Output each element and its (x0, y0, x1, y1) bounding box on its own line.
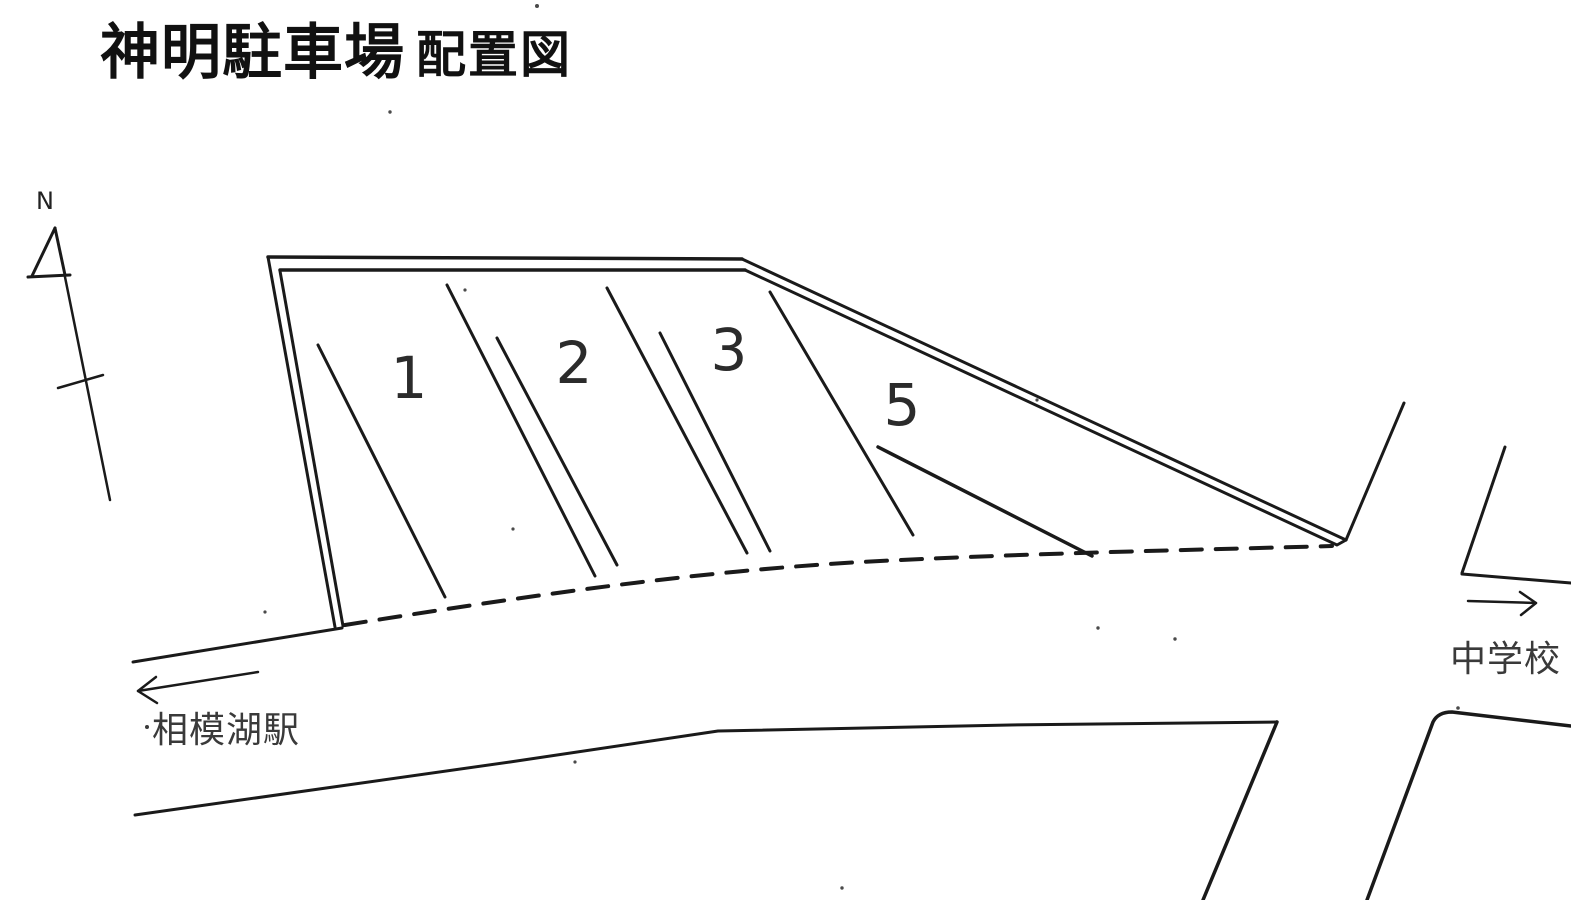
parking-lot-boundary (266, 255, 1348, 629)
main-road-top-edge (131, 626, 344, 664)
north-road-left-edge (1344, 401, 1406, 542)
south-road-left-edge (1201, 720, 1279, 900)
divider-3a (605, 286, 749, 555)
main-road-bottom-edge (133, 720, 1279, 817)
compass-stem (63, 275, 112, 502)
right-arrow-icon (1466, 590, 1538, 617)
boundary-left-inner (278, 269, 345, 628)
compass-tick (56, 373, 105, 390)
boundary-front-dashed-line (343, 544, 1334, 627)
compass-triangle-base (26, 273, 72, 279)
parking-space-numbers: 1 2 3 5 (391, 316, 921, 439)
divider-2b (495, 336, 619, 567)
divider-5 (876, 445, 1094, 558)
divider-4 (768, 290, 915, 537)
divider-3b (658, 331, 772, 553)
roads (131, 401, 1571, 900)
left-destination-label: 相模湖駅 (152, 710, 300, 751)
boundary-left-outer (266, 255, 337, 629)
space-label-3: 3 (711, 316, 748, 384)
left-arrow-head (136, 675, 159, 705)
divider-2a (445, 283, 597, 578)
compass-north-label: N (36, 187, 54, 215)
right-arrow-shaft (1466, 599, 1538, 605)
boundary-diagonal-inner (743, 268, 1348, 547)
divider-1 (316, 343, 447, 599)
left-arrow-icon (136, 670, 260, 705)
scan-specks (263, 4, 1460, 890)
page-title: 神明駐車場 (100, 18, 405, 88)
destination-right: 中学校 (1450, 590, 1561, 680)
north-compass-icon: N (26, 187, 112, 502)
east-road-top-edge (1460, 572, 1571, 585)
boundary-top-outer (266, 255, 744, 261)
right-destination-label: 中学校 (1450, 639, 1561, 680)
parking-space-dividers (316, 283, 1094, 599)
left-arrow-shaft (136, 670, 260, 693)
page-subtitle: 配置図 (416, 25, 572, 84)
space-label-1: 1 (391, 344, 428, 412)
north-road-right-edge (1460, 445, 1507, 575)
label-lead-dot (145, 725, 149, 729)
right-arrow-head (1518, 590, 1538, 617)
compass-triangle-left (30, 226, 57, 278)
compass-triangle-right (53, 226, 67, 277)
space-label-2: 2 (556, 329, 593, 397)
south-road-right-edge (1365, 710, 1571, 900)
space-label-5: 5 (884, 371, 921, 439)
boundary-diagonal-outer (740, 257, 1348, 542)
destination-left: 相模湖駅 (136, 670, 300, 751)
